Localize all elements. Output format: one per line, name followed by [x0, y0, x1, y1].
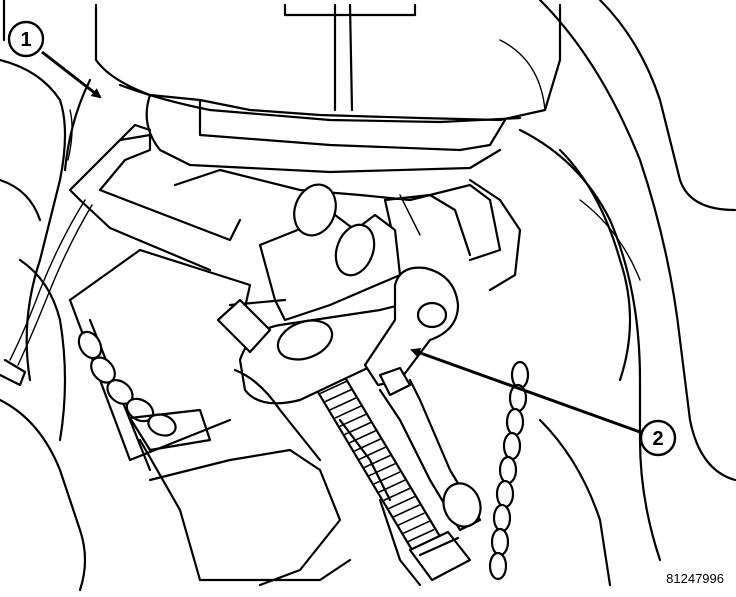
callout-1: 1: [7, 20, 45, 58]
thread-line: [393, 504, 420, 518]
chain-right: [488, 360, 530, 581]
thread-line: [378, 479, 406, 493]
puller-plate: [216, 183, 437, 405]
wiring-harness: [0, 199, 93, 387]
callout-2-label: 2: [652, 428, 663, 450]
retaining-clip: [363, 266, 460, 397]
callout-1-leader: [41, 50, 102, 99]
thread-line: [398, 512, 425, 526]
transmission-housing: [94, 3, 562, 174]
callout-2: 2: [639, 419, 677, 457]
thread-line: [354, 438, 381, 452]
callout-1-label: 1: [20, 29, 31, 51]
thread-line: [334, 405, 362, 419]
thread-line: [407, 528, 435, 543]
thread-line: [349, 430, 376, 444]
chain-left: [77, 330, 212, 452]
thread-line: [403, 520, 430, 535]
lower-linkage: [233, 368, 482, 532]
thread-line: [373, 471, 401, 485]
thread-line: [368, 462, 396, 477]
support-bracket: [68, 123, 522, 292]
thread-line: [319, 380, 347, 395]
thread-line: [363, 454, 391, 469]
thread-line: [388, 495, 416, 510]
thread-line: [324, 388, 352, 403]
thread-line: [359, 446, 386, 460]
figure-id: 81247996: [666, 571, 724, 586]
body-panel: [518, 0, 736, 587]
callout-2-leader: [410, 348, 641, 434]
thread-line: [329, 397, 357, 411]
